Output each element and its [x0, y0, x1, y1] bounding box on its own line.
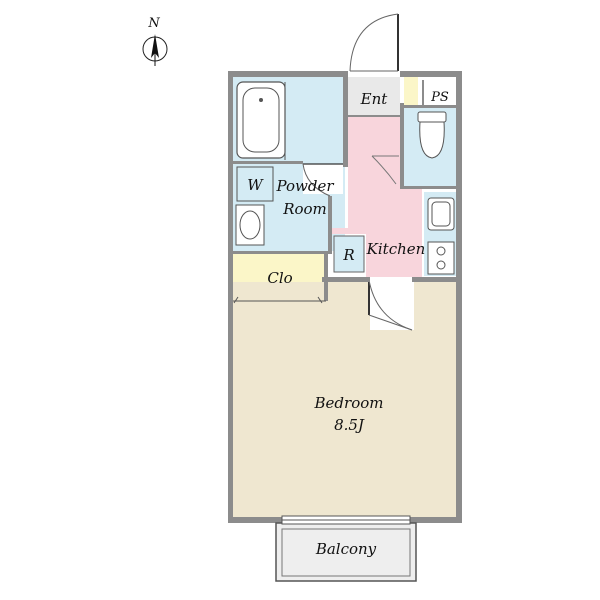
wall-toilet-south: [400, 186, 456, 189]
north-compass: N: [142, 16, 168, 66]
outer-wall-top-right: [400, 71, 462, 77]
refrigerator-box: [333, 235, 365, 273]
wall-ps: [422, 80, 424, 105]
balcony: [275, 522, 417, 582]
washer-label: W: [247, 176, 264, 194]
kitchen-sink-icon: [427, 197, 455, 231]
wall-bedroom-north-right: [412, 277, 456, 282]
pipe-space-floor: [424, 84, 456, 106]
room-labels: Ent PS W Powder Room R Kitchen Clo Bedro…: [247, 90, 449, 558]
powder-room-door: [302, 163, 343, 197]
kitchen-floor: [328, 117, 422, 277]
stove-icon: [427, 241, 455, 275]
wall-toilet-west: [400, 103, 404, 189]
bedroom-floor: [233, 282, 456, 517]
wall-bath-east: [343, 77, 348, 167]
closet-doors: [233, 296, 326, 304]
wash-basin-icon: [235, 204, 265, 246]
bathtub-icon: [236, 81, 286, 160]
shoe-cabinet: [404, 77, 418, 105]
wall-bath-powder: [233, 161, 303, 164]
powder-room-label-line2: Room: [282, 200, 327, 218]
bedroom-label-line2: 8.5J: [334, 416, 365, 434]
kitchen-door: [371, 155, 399, 185]
washer-box: [236, 166, 274, 202]
balcony-window: [281, 515, 411, 525]
outer-wall-right: [456, 71, 462, 523]
wall-powder-closet: [233, 251, 331, 254]
pipe-space-label: PS: [430, 90, 449, 105]
entrance-floor: [348, 77, 400, 117]
powder-room-label-line1: Powder: [275, 177, 334, 195]
outer-wall-top-left: [228, 71, 348, 77]
outer-wall-left: [228, 71, 233, 523]
bedroom-label-line1: Bedroom: [314, 394, 384, 412]
refrigerator-label: R: [342, 246, 354, 264]
balcony-floor: [275, 522, 417, 582]
wall-ent-step: [348, 115, 400, 117]
compass-label: N: [147, 16, 160, 31]
walls: [228, 71, 462, 523]
wall-bedroom-north: [322, 277, 370, 282]
wall-closet-east: [324, 251, 328, 301]
kitchen-label: Kitchen: [366, 240, 426, 258]
bedroom-door: [368, 278, 414, 331]
closet-label: Clo: [267, 269, 292, 287]
entrance-door: [349, 13, 399, 76]
wall-entrance-toilet: [400, 105, 456, 108]
wall-powder-kitchen: [328, 196, 332, 254]
entrance-label: Ent: [360, 90, 389, 108]
outer-wall-bottom-left: [228, 517, 282, 523]
toilet-icon: [417, 111, 447, 159]
outer-wall-bottom-right: [410, 517, 462, 523]
balcony-label: Balcony: [315, 540, 377, 558]
